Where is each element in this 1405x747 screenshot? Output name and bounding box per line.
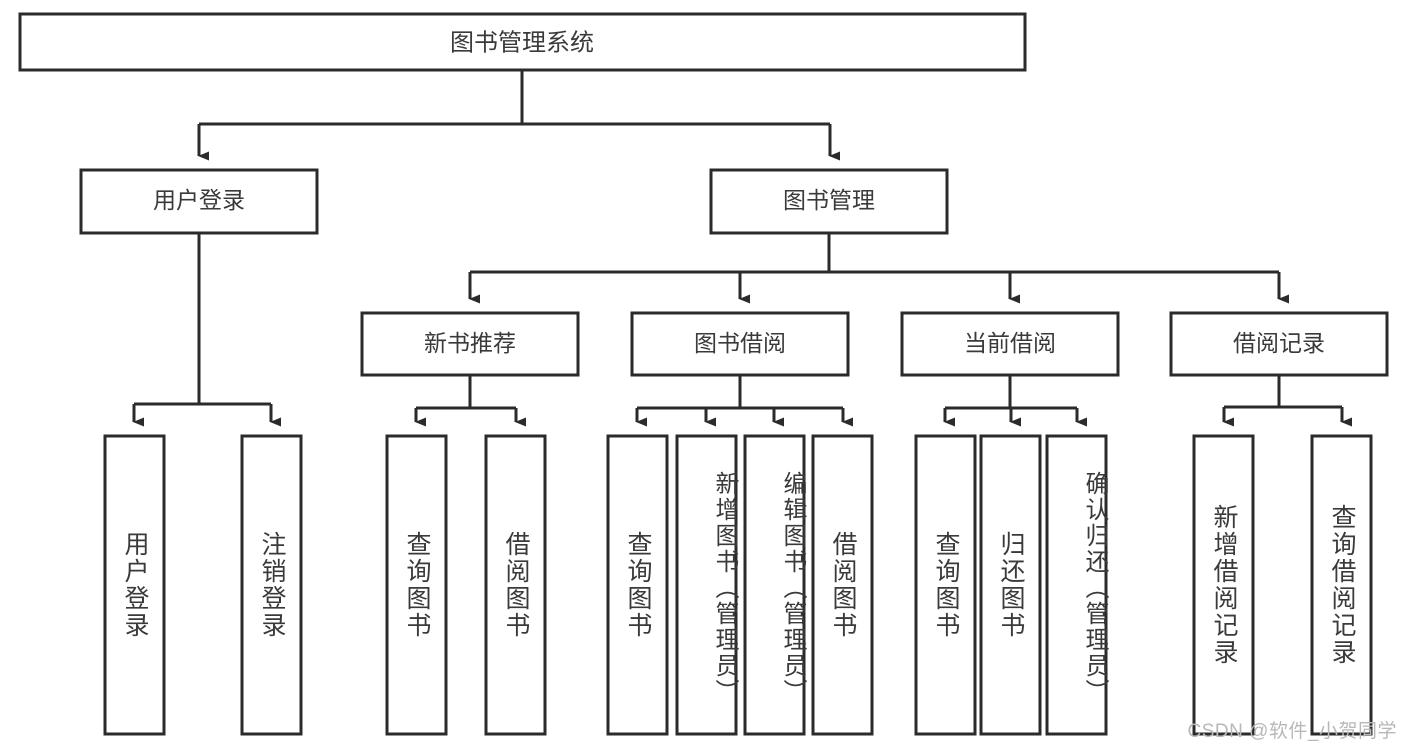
leaf-box-add-borrow-record[interactable] bbox=[1192, 434, 1255, 736]
leaf-box-user-login[interactable] bbox=[103, 434, 166, 736]
edge-group-new-book-recommend bbox=[414, 375, 526, 427]
node-borrow-record[interactable]: 借阅记录 bbox=[1169, 311, 1389, 377]
csdn-watermark: CSDN @软件_小贺同学 bbox=[1187, 721, 1397, 742]
node-label-root: 图书管理系统 bbox=[450, 29, 594, 56]
node-new-book-recommend[interactable]: 新书推荐 bbox=[360, 311, 580, 377]
node-root-system[interactable]: 图书管理系统 bbox=[18, 12, 1027, 72]
leaf-box-add-book-admin[interactable] bbox=[675, 434, 738, 736]
edge-group-current-borrow bbox=[943, 375, 1087, 427]
edge-group-book-borrow bbox=[635, 375, 853, 427]
edge-group-borrow-record bbox=[1222, 375, 1352, 427]
node-book-management[interactable]: 图书管理 bbox=[709, 168, 949, 235]
leaf-box-query-book-rec[interactable] bbox=[385, 434, 448, 736]
leaf-box-group bbox=[103, 434, 1373, 736]
edge-group-book-management bbox=[468, 233, 1289, 304]
leaf-box-borrow-book[interactable] bbox=[811, 434, 874, 736]
leaf-box-edit-book-admin[interactable] bbox=[743, 434, 806, 736]
leaf-box-query-book-current[interactable] bbox=[914, 434, 977, 736]
node-label-borrow-record: 借阅记录 bbox=[1233, 330, 1325, 356]
leaf-box-query-book-borrow[interactable] bbox=[606, 434, 669, 736]
leaf-box-confirm-return-admin[interactable] bbox=[1045, 434, 1108, 736]
node-current-borrow[interactable]: 当前借阅 bbox=[900, 311, 1120, 377]
node-book-borrow[interactable]: 图书借阅 bbox=[630, 311, 850, 377]
edge-group-root bbox=[197, 70, 840, 161]
leaf-box-logout[interactable] bbox=[240, 434, 303, 736]
leaf-box-borrow-book-rec[interactable] bbox=[484, 434, 547, 736]
node-user-login[interactable]: 用户登录 bbox=[79, 168, 319, 235]
leaf-box-return-book[interactable] bbox=[979, 434, 1042, 736]
node-label-user-login: 用户登录 bbox=[153, 187, 245, 213]
node-label-current-borrow: 当前借阅 bbox=[964, 330, 1056, 356]
node-label-book-management: 图书管理 bbox=[783, 187, 875, 213]
node-label-book-borrow: 图书借阅 bbox=[694, 330, 786, 356]
leaf-box-query-borrow-record[interactable] bbox=[1310, 434, 1373, 736]
node-label-new-book-recommend: 新书推荐 bbox=[424, 330, 516, 356]
edge-group-user-login bbox=[132, 233, 281, 427]
